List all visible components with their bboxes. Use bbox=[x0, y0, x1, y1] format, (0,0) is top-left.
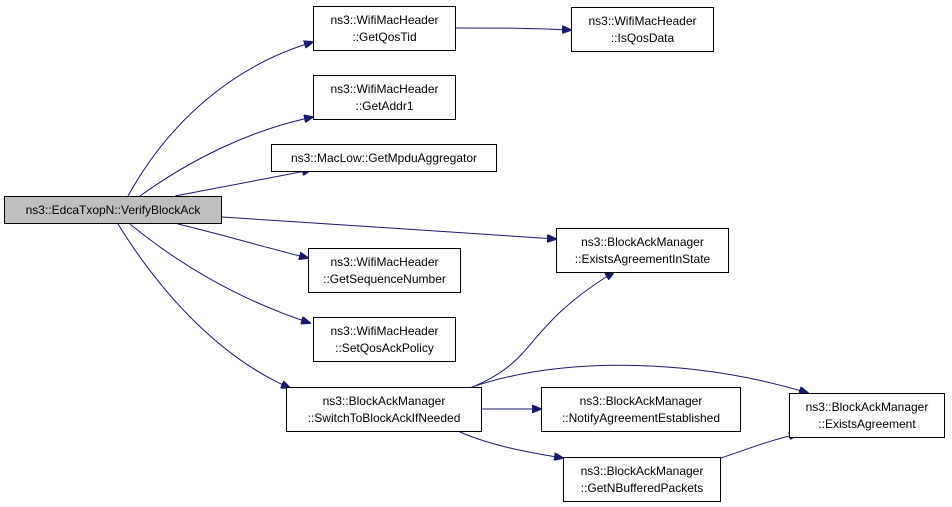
node-label-line: ns3::WifiMacHeader bbox=[588, 13, 697, 28]
node-notify-agreement-established[interactable]: ns3::BlockAckManager ::NotifyAgreementEs… bbox=[541, 387, 741, 432]
node-label-line: ns3::BlockAckManager bbox=[322, 393, 446, 408]
edge-verifyblockack-existsagreementinstate bbox=[221, 216, 556, 239]
node-label-line: ::GetAddr1 bbox=[355, 98, 414, 113]
node-exists-agreement-in-state[interactable]: ns3::BlockAckManager ::ExistsAgreementIn… bbox=[556, 228, 729, 273]
node-set-qos-ack-policy[interactable]: ns3::WifiMacHeader ::SetQosAckPolicy bbox=[313, 317, 456, 362]
edge-getqostid-isqosdata bbox=[455, 28, 571, 30]
node-label-line: ns3::EdcaTxopN::VerifyBlockAck bbox=[25, 202, 201, 217]
node-label-line: ns3::BlockAckManager bbox=[805, 399, 929, 414]
node-label-line: ns3::WifiMacHeader bbox=[330, 254, 439, 269]
node-is-qos-data[interactable]: ns3::WifiMacHeader ::IsQosData bbox=[571, 7, 714, 52]
node-get-n-buffered-packets[interactable]: ns3::BlockAckManager ::GetNBufferedPacke… bbox=[563, 457, 721, 502]
edge-verifyblockack-switchtoblockack bbox=[117, 223, 290, 388]
node-label-line: ns3::WifiMacHeader bbox=[330, 12, 439, 27]
node-get-addr1[interactable]: ns3::WifiMacHeader ::GetAddr1 bbox=[313, 75, 456, 120]
edge-verifyblockack-getaddr1 bbox=[139, 117, 313, 197]
node-label-line: ns3::BlockAckManager bbox=[579, 393, 703, 408]
node-label-line: ns3::WifiMacHeader bbox=[330, 323, 439, 338]
edge-verifyblockack-getmpduaggregator bbox=[174, 170, 311, 197]
edge-switchtoblockack-existsagreementinstate bbox=[469, 272, 614, 389]
node-label-line: ::GetQosTid bbox=[352, 29, 417, 44]
node-label-line: ::ExistsAgreementInState bbox=[574, 251, 711, 266]
node-label-line: ns3::MacLow::GetMpduAggregator bbox=[290, 150, 478, 165]
node-label-line: ::SetQosAckPolicy bbox=[335, 340, 434, 355]
node-get-qos-tid[interactable]: ns3::WifiMacHeader ::GetQosTid bbox=[313, 6, 456, 51]
edge-verifyblockack-setqosackpolicy bbox=[129, 223, 310, 323]
edge-verifyblockack-getqostid bbox=[127, 42, 313, 197]
node-label-line: ns3::BlockAckManager bbox=[580, 463, 704, 478]
node-label-line: ::ExistsAgreement bbox=[818, 416, 916, 431]
node-label-line: ns3::WifiMacHeader bbox=[330, 81, 439, 96]
node-label-line: ::SwitchToBlockAckIfNeeded bbox=[307, 410, 461, 425]
node-label-line: ::IsQosData bbox=[610, 30, 675, 45]
node-verify-block-ack: ns3::EdcaTxopN::VerifyBlockAck bbox=[4, 196, 222, 224]
edge-switchtoblockack-existsagreement bbox=[474, 364, 808, 393]
node-label-line: ::GetNBufferedPackets bbox=[580, 480, 704, 495]
node-exists-agreement[interactable]: ns3::BlockAckManager ::ExistsAgreement bbox=[789, 393, 945, 438]
edge-getnbufferedpackets-existsagreement bbox=[720, 434, 798, 459]
node-get-sequence-number[interactable]: ns3::WifiMacHeader ::GetSequenceNumber bbox=[308, 248, 461, 293]
node-label-line: ::GetSequenceNumber bbox=[323, 271, 446, 286]
node-switch-to-block-ack-if-needed[interactable]: ns3::BlockAckManager ::SwitchToBlockAckI… bbox=[286, 387, 482, 432]
edge-switchtoblockack-getnbufferedpackets bbox=[459, 431, 563, 458]
node-label-line: ::NotifyAgreementEstablished bbox=[561, 410, 721, 425]
node-label-line: ns3::BlockAckManager bbox=[581, 234, 704, 249]
node-get-mpdu-aggregator[interactable]: ns3::MacLow::GetMpduAggregator bbox=[271, 144, 497, 172]
edge-verifyblockack-getsequencenumber bbox=[177, 223, 308, 258]
